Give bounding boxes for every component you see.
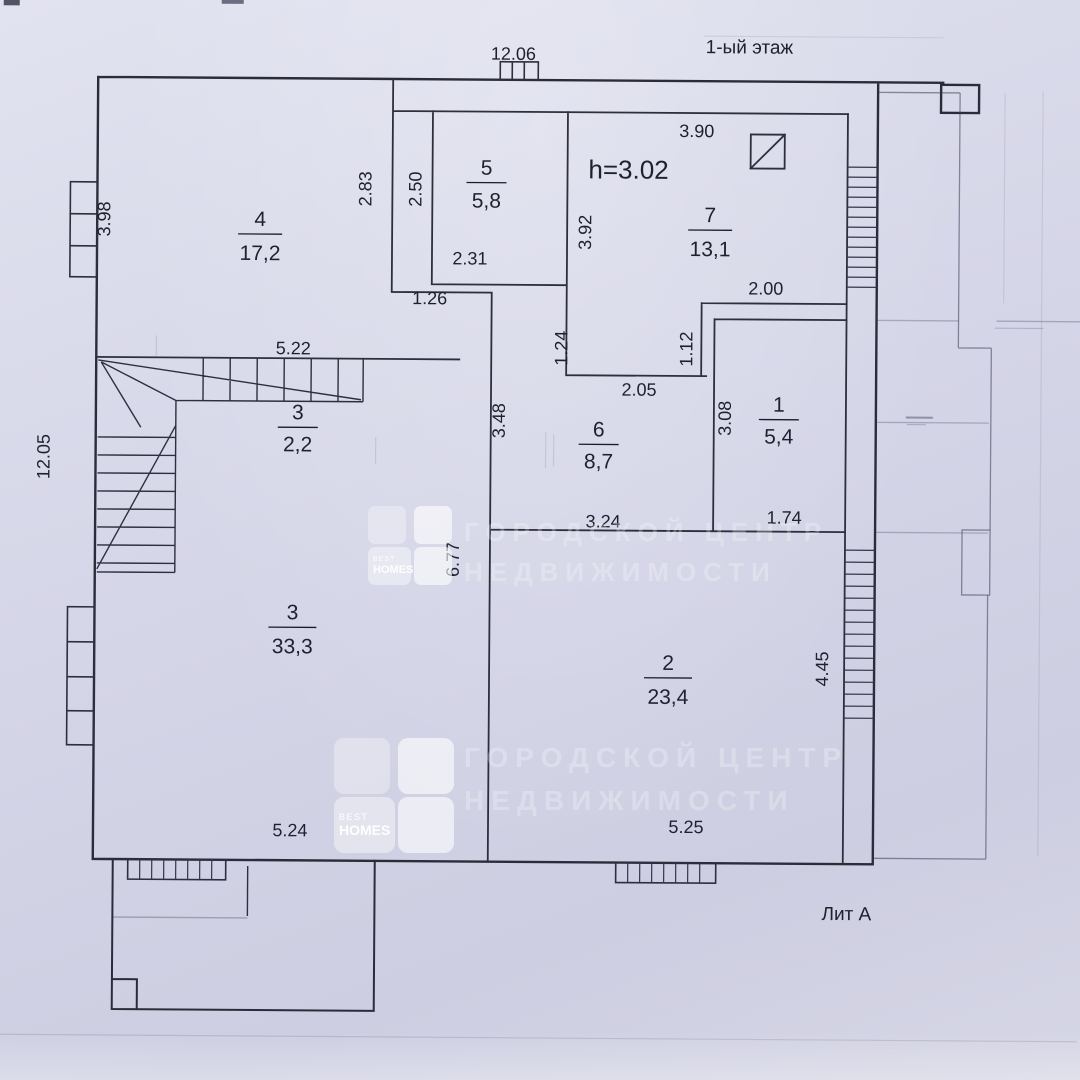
- dim-room1-width-bottom: 1.74: [767, 508, 802, 528]
- room-number: 1: [773, 394, 785, 417]
- brand-bottom-label: HOMES: [339, 822, 391, 839]
- window-left-lower: [65, 605, 96, 746]
- dim-room4-left: 3.98: [94, 201, 114, 236]
- room-label-1: 1 5,4: [758, 394, 799, 449]
- window-bottom-left: [126, 858, 227, 881]
- ghost-watermark-text: ГОРОДСКОЙ ЦЕНТР НЕДВИЖИМОСТИ: [464, 512, 828, 593]
- scan-edge-marks: [3, 0, 244, 6]
- room-label-7: 7 13,1: [688, 204, 733, 261]
- logo-text-square: BEST HOMES: [368, 547, 414, 585]
- scan-artifacts: [0, 35, 1080, 1043]
- room-number: 4: [254, 208, 266, 231]
- dim-room7-width: 3.90: [679, 121, 714, 141]
- windows: [65, 60, 878, 885]
- dim-room5-width: 2.31: [452, 248, 487, 268]
- window-right-lower: [843, 549, 875, 719]
- room-number: 5: [481, 157, 493, 180]
- dim-top-width: 12.06: [491, 44, 536, 64]
- ghost-line-1: ГОРОДСКОЙ ЦЕНТР: [464, 517, 829, 547]
- room-area: 17,2: [239, 242, 280, 265]
- room-number: 3: [287, 601, 299, 624]
- room-label-3-main: 3 33,3: [268, 601, 317, 658]
- room-area: 2,2: [283, 433, 312, 456]
- dim-room3-width: 5.24: [272, 820, 307, 840]
- logo-square: [414, 506, 452, 544]
- logo-square: [414, 547, 452, 585]
- room-area: 5,8: [472, 190, 501, 213]
- window-right-upper: [846, 166, 878, 288]
- logo-square: [368, 506, 406, 544]
- interior-walls: [95, 78, 849, 863]
- best-homes-watermark: BEST HOMES: [334, 738, 454, 853]
- room-labels: 4 17,2 5 5,8 7 13,1 3 2,2: [238, 157, 799, 709]
- dim-wall-jog-right: 1.12: [676, 331, 696, 366]
- room-number: 3: [292, 401, 304, 424]
- room-label-3-stairs: 3 2,2: [277, 401, 318, 456]
- logo-square: [334, 738, 390, 794]
- dim-room6-left: 3.48: [489, 403, 509, 438]
- window-left-upper: [69, 180, 99, 278]
- logo-square: [398, 738, 454, 794]
- room-label-4: 4 17,2: [238, 208, 283, 265]
- room-number: 2: [662, 652, 674, 675]
- brand-top-label: BEST: [373, 556, 396, 564]
- dim-left-height: 12.05: [33, 434, 53, 479]
- room-area: 5,4: [764, 426, 794, 449]
- dim-room1-left: 3.08: [715, 401, 735, 436]
- room-area: 23,4: [647, 686, 688, 709]
- building-letter-label: Лит А: [821, 904, 871, 925]
- right-annex: [872, 91, 993, 860]
- dim-room7-left: 3.92: [575, 215, 595, 250]
- dim-room2-right: 4.45: [812, 651, 832, 686]
- logo-text-square: BEST HOMES: [334, 797, 395, 853]
- brand-top-label: BEST: [339, 811, 369, 822]
- room-area: 8,7: [584, 450, 613, 473]
- ghost-line-2: НЕДВИЖИМОСТИ: [464, 785, 795, 817]
- floor-title: 1-ый этаж: [706, 37, 794, 59]
- titles: 1-ый этаж h=3.02 Лит А: [588, 37, 871, 925]
- dim-room2-width: 5.25: [668, 817, 703, 837]
- dim-room6-opening: 2.05: [621, 380, 656, 400]
- window-bottom-right: [614, 861, 717, 885]
- room-label-6: 6 8,7: [578, 418, 619, 474]
- logo-square: [398, 797, 454, 853]
- dim-room6-width: 3.24: [586, 511, 621, 531]
- dim-room5-left: 2.50: [405, 172, 425, 207]
- dim-room4-width: 5.22: [276, 338, 311, 358]
- dimension-labels: 12.06 12.05 3.98 5.22 2.83 2.50 2.31 1.2…: [33, 44, 832, 841]
- right-pilaster: [960, 529, 991, 596]
- room-number: 6: [593, 418, 605, 441]
- entrance-porch: [110, 858, 376, 1012]
- dim-wall-jog-left: 1.24: [551, 331, 571, 366]
- room-label-5: 5 5,8: [466, 157, 507, 213]
- ghost-watermark-text: ГОРОДСКОЙ ЦЕНТР НЕДВИЖИМОСТИ: [464, 736, 848, 823]
- room-area: 13,1: [690, 238, 731, 261]
- ghost-line-1: ГОРОДСКОЙ ЦЕНТР: [464, 742, 849, 773]
- staircase: [96, 357, 364, 574]
- brand-bottom-label: HOMES: [373, 563, 414, 576]
- room-area: 33,3: [272, 635, 313, 658]
- dim-room1-width-top: 2.00: [748, 278, 783, 298]
- room-label-2: 2 23,4: [644, 652, 693, 709]
- room-number: 7: [704, 204, 716, 227]
- dim-room4-right: 2.83: [355, 171, 375, 206]
- chimney-icon: [749, 133, 787, 170]
- best-homes-watermark: BEST HOMES: [368, 506, 452, 585]
- window-top: [499, 60, 540, 81]
- dim-hall-opening: 1.26: [412, 288, 447, 308]
- ghost-line-2: НЕДВИЖИМОСТИ: [464, 557, 777, 588]
- ceiling-height-note: h=3.02: [588, 154, 668, 185]
